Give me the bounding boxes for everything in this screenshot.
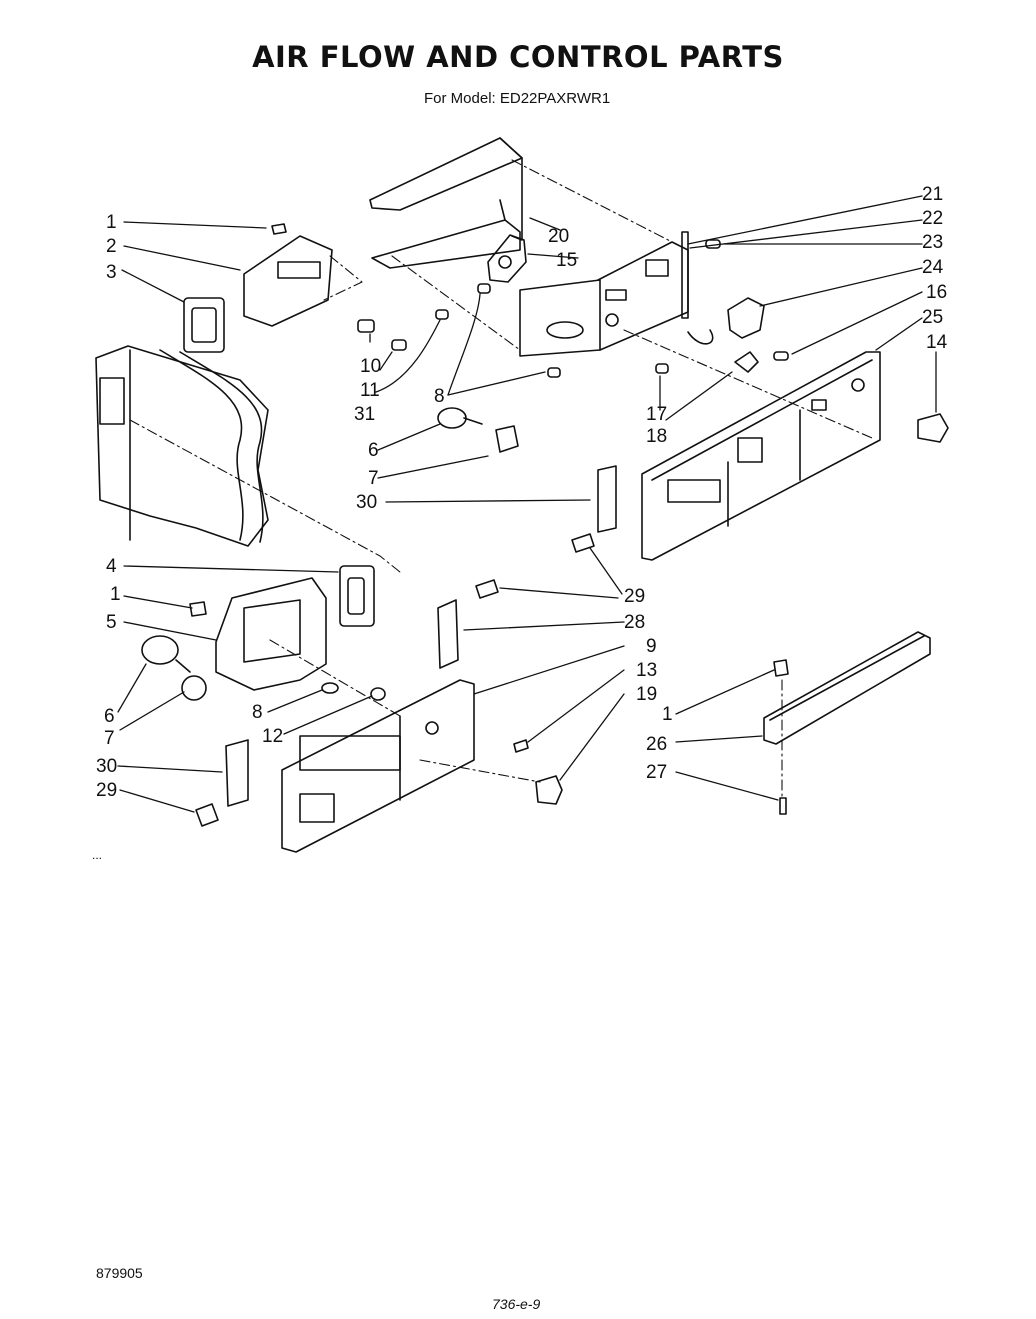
control-panel-9	[281, 679, 475, 853]
fan-shroud-5	[215, 577, 327, 691]
freezer-liner	[95, 345, 269, 547]
page-code: 736-e-9	[492, 1296, 541, 1312]
damper-15	[487, 234, 527, 283]
callout-6-lower: 6	[104, 706, 115, 727]
callout-22: 22	[922, 208, 943, 229]
callout-19: 19	[636, 684, 657, 705]
duct-cover-lower	[371, 219, 521, 269]
callout-29-right: 29	[624, 586, 645, 607]
callout-16: 16	[926, 282, 947, 303]
control-bracket	[519, 279, 601, 357]
callout-18: 18	[646, 426, 667, 447]
knob-19	[535, 775, 563, 805]
callout-1-top: 1	[106, 212, 117, 233]
callout-5: 5	[106, 612, 117, 633]
callout-12: 12	[262, 726, 283, 747]
control-box	[597, 241, 689, 351]
thermostat-24	[727, 297, 765, 339]
callout-31: 31	[354, 404, 375, 425]
callout-21: 21	[922, 184, 943, 205]
callout-9: 9	[646, 636, 657, 657]
stray-mark: ...	[92, 848, 103, 862]
callout-8-upper: 8	[434, 386, 445, 407]
callout-1-lower: 1	[110, 584, 121, 605]
callout-17: 17	[646, 404, 667, 425]
trim-strip-26	[763, 631, 931, 745]
callout-2: 2	[106, 236, 117, 257]
callout-1-right: 1	[662, 704, 673, 725]
page-title: AIR FLOW AND CONTROL PARTS	[252, 40, 784, 74]
callout-7-upper: 7	[368, 468, 379, 489]
callout-13: 13	[636, 660, 657, 681]
model-subtitle: For Model: ED22PAXRWR1	[424, 90, 611, 107]
part-number: 879905	[96, 1265, 143, 1281]
callout-7-lower: 7	[104, 728, 115, 749]
callout-4: 4	[106, 556, 117, 577]
callout-10: 10	[360, 356, 381, 377]
callout-30-upper: 30	[356, 492, 377, 513]
knob-14	[917, 413, 949, 443]
callout-28: 28	[624, 612, 645, 633]
callout-3: 3	[106, 262, 117, 283]
callout-23: 23	[922, 232, 943, 253]
control-housing-2	[243, 235, 333, 327]
callout-26: 26	[646, 734, 667, 755]
callout-25: 25	[922, 307, 943, 328]
callout-27: 27	[646, 762, 667, 783]
callout-11: 11	[360, 380, 380, 401]
control-panel-25	[641, 351, 881, 561]
callout-29-lower: 29	[96, 780, 117, 801]
callout-15: 15	[556, 250, 577, 271]
callout-24: 24	[922, 257, 944, 278]
callout-30-lower: 30	[96, 756, 117, 777]
callout-14: 14	[926, 332, 948, 353]
callout-20: 20	[548, 226, 569, 247]
callout-6-upper: 6	[368, 440, 379, 461]
duct-cover-top	[369, 137, 523, 211]
callout-8-lower: 8	[252, 702, 263, 723]
